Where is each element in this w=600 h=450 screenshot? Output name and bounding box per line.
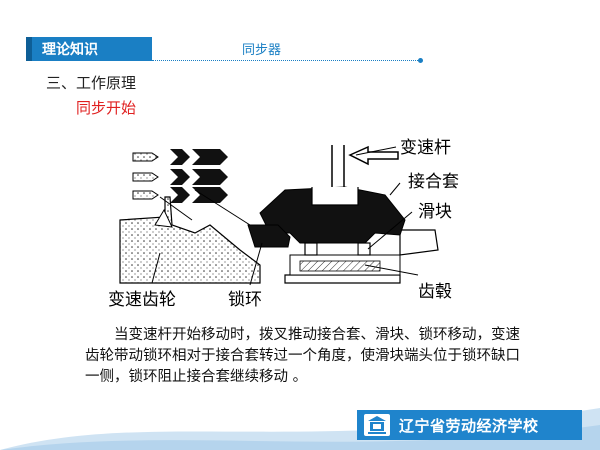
header-divider <box>152 60 420 61</box>
section-tab: 理论知识 <box>26 37 152 61</box>
label-hub: 齿毂 <box>418 282 452 302</box>
label-shift-lever: 变速杆 <box>400 138 451 158</box>
header-divider-dot <box>418 58 423 63</box>
school-logo-icon <box>364 414 390 436</box>
section-heading: 三、工作原理 <box>46 74 137 92</box>
label-gear: 变速齿轮 <box>108 290 176 310</box>
school-name: 辽宁省劳动经济学校 <box>399 416 539 435</box>
section-subtitle: 同步开始 <box>76 99 137 117</box>
gear-shape <box>119 196 261 284</box>
topic-title: 同步器 <box>242 43 282 58</box>
indicator-rows <box>132 149 228 203</box>
label-ring: 锁环 <box>228 290 262 310</box>
ring-shape <box>247 224 291 248</box>
synchronizer-diagram: 变速杆 接合套 滑块 变速齿轮 锁环 齿毂 <box>100 125 500 319</box>
school-banner: 辽宁省劳动经济学校 <box>357 410 582 440</box>
hub-shape <box>284 274 401 284</box>
body-paragraph: 当变速杆开始移动时，拨叉推动接合套、滑块、锁环移动，变速齿轮带动锁环相对于接合套… <box>85 327 520 385</box>
slider-shape <box>304 242 318 256</box>
label-slider: 滑块 <box>418 202 452 222</box>
section-tab-label: 理论知识 <box>42 42 98 58</box>
label-sleeve: 接合套 <box>408 172 459 192</box>
